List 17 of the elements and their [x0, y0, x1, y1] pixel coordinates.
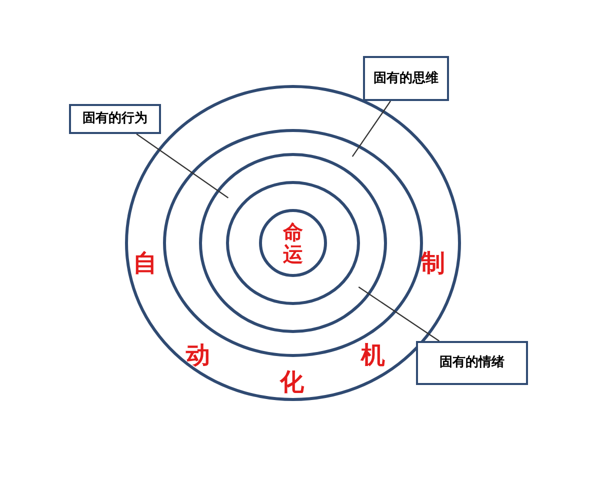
center-circle [259, 209, 327, 277]
callout-text: 固有的情绪 [440, 354, 504, 372]
ring-circle [199, 153, 387, 333]
center-text: 命运 [283, 221, 303, 265]
ring-label: 机 [361, 343, 385, 367]
ring-label: 自 [133, 251, 157, 275]
callout-text: 固有的行为 [82, 110, 148, 128]
leader-line [352, 100, 392, 157]
callout-text: 固有的思维 [374, 70, 438, 88]
callout-box [69, 104, 161, 134]
ring-label: 制 [421, 251, 445, 275]
callout-box [416, 341, 528, 385]
leader-line [136, 134, 229, 198]
ring-label: 动 [186, 343, 210, 367]
callout-box [363, 56, 449, 101]
ring-label: 化 [280, 370, 304, 394]
ring-circle [226, 181, 360, 305]
